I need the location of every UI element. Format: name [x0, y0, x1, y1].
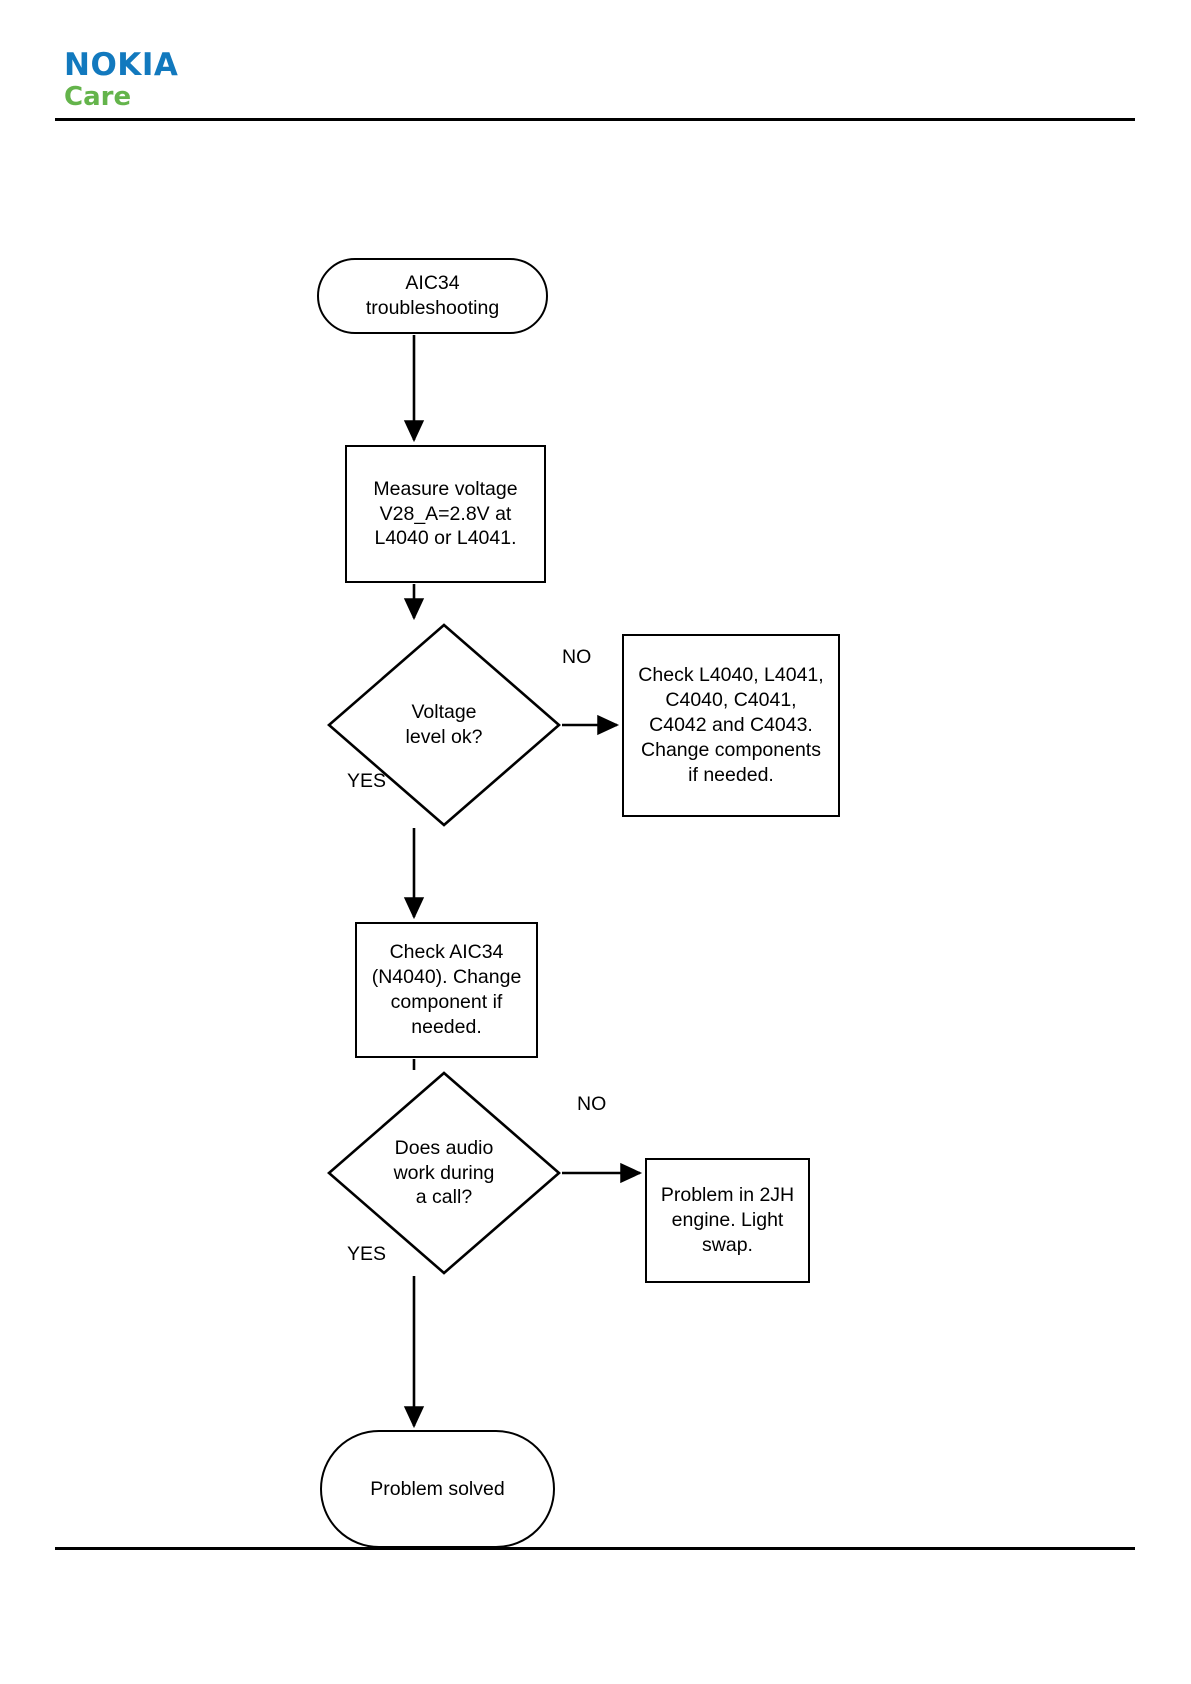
header-divider [55, 118, 1135, 121]
flow-node-2jh-engine[interactable]: Problem in 2JH engine. Light swap. [645, 1158, 810, 1283]
flow-node-start[interactable]: AIC34 troubleshooting [317, 258, 548, 334]
flow-node-voltage-level-ok[interactable]: Voltage level ok? [326, 622, 562, 828]
flow-node-check-components[interactable]: Check L4040, L4041, C4040, C4041, C4042 … [622, 634, 840, 817]
edge-label-yes-voltage: YES [347, 770, 387, 792]
care-wordmark: Care [64, 82, 132, 112]
nokia-wordmark: NOKIA [64, 47, 179, 83]
flow-node-problem-solved-label: Problem solved [370, 1477, 505, 1500]
page-header: NOKIA Care [55, 50, 1135, 122]
edge-label-yes-audio: YES [347, 1243, 387, 1265]
flow-node-voltage-level-ok-label: Voltage level ok? [405, 701, 483, 748]
flow-node-check-components-label: Check L4040, L4041, C4040, C4041, C4042 … [638, 664, 824, 786]
flow-node-does-audio-work-label: Does audio work during a call? [393, 1136, 495, 1209]
decision-diamond-shape [327, 623, 561, 827]
flow-node-2jh-engine-label: Problem in 2JH engine. Light swap. [660, 1184, 795, 1256]
footer-divider [55, 1547, 1135, 1550]
flow-node-start-label: AIC34 troubleshooting [365, 272, 500, 319]
flow-node-measure-voltage[interactable]: Measure voltage V28_A=2.8V at L4040 or L… [345, 445, 546, 583]
flow-node-check-aic34-label: Check AIC34 (N4040). Change component if… [371, 941, 522, 1038]
decision-diamond-shape [327, 1071, 561, 1275]
flow-node-measure-voltage-label: Measure voltage V28_A=2.8V at L4040 or L… [373, 477, 518, 550]
flow-node-problem-solved[interactable]: Problem solved [320, 1430, 555, 1548]
edge-label-no-voltage: NO [562, 646, 592, 668]
flow-node-check-aic34[interactable]: Check AIC34 (N4040). Change component if… [355, 922, 538, 1058]
nokia-care-logo: NOKIA Care [64, 47, 179, 112]
edge-label-no-audio: NO [577, 1093, 607, 1115]
flow-node-does-audio-work[interactable]: Does audio work during a call? [326, 1070, 562, 1276]
